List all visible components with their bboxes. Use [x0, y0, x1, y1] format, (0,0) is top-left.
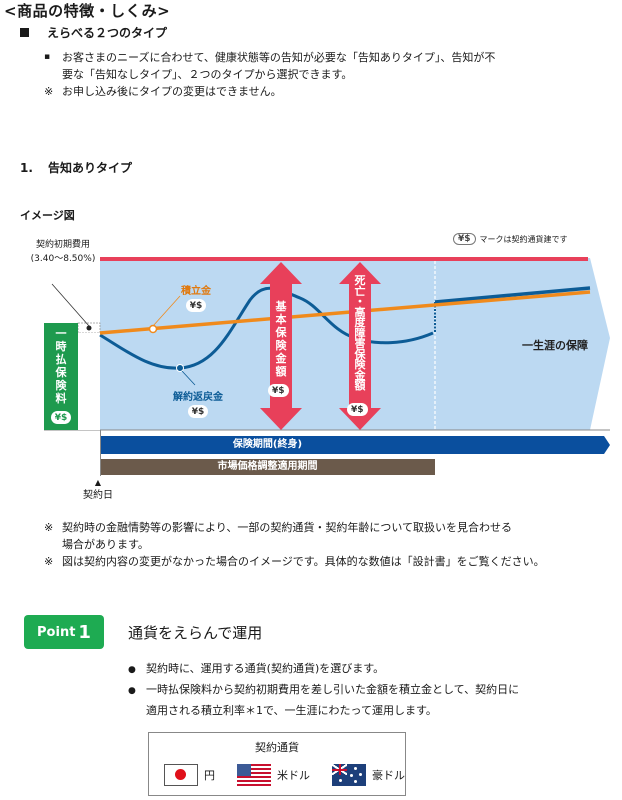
currency-mark-icon: ¥$ [347, 403, 368, 416]
page-title: <商品の特徴・しくみ> [4, 2, 171, 20]
initial-fee-title: 契約初期費用 [35, 240, 90, 250]
death-sum-char: 高 [354, 305, 366, 319]
premium-char: 保 [55, 366, 67, 379]
intro-note-text: お申し込み後にタイプの変更はできません。 [62, 85, 282, 98]
basic-sum-char: 本 [275, 313, 287, 326]
point-bullets: ● 契約時に、運用する通貨(契約通貨)を選びます。 ● 一時払保険料から契約初期費用… [128, 659, 598, 720]
death-sum-char: 死 [354, 274, 366, 287]
death-sum-char: 険 [354, 358, 366, 371]
currency-box-title: 契約通貨 [255, 741, 299, 754]
australia-flag-icon [332, 764, 366, 786]
note-mark: ※ [44, 555, 54, 568]
premium-char: 時 [55, 340, 67, 353]
bullet-dot-icon: ● [128, 665, 136, 675]
lifetime-coverage-label: 一生涯の保障 [522, 339, 588, 352]
contract-day-label: ▲ 契約日 [83, 476, 113, 502]
basic-sum-char: 基 [275, 300, 287, 313]
basic-sum-char: 金 [275, 352, 287, 365]
insurance-diagram [44, 257, 610, 431]
contract-day-text: 契約日 [83, 490, 113, 501]
intro-line-1: お客さまのニーズに合わせて、健康状態等の告知が必要な「告知ありタイプ」、告知が不 [62, 51, 496, 64]
death-sum-char: 障 [354, 326, 366, 340]
reserve-label-text: 積立金 [181, 286, 211, 297]
intro-paragraph: ▪ お客さまのニーズに合わせて、健康状態等の告知が必要な「告知ありタイプ」、告知が… [44, 49, 584, 83]
subtitle-text: えらべる２つのタイプ [47, 26, 168, 40]
premium-char: 払 [55, 353, 67, 366]
surrender-label-text: 解約返戻金 [173, 392, 223, 403]
point-bullet-1: 契約時に、運用する通貨(契約通貨)を選びます。 [146, 662, 385, 675]
point-bullet-2-line2: 適用される積立利率＊1で、一生涯にわたって運用します。 [146, 704, 437, 717]
premium-char: 険 [55, 379, 67, 392]
surrender-value-label: 解約返戻金 ¥$ [168, 388, 228, 418]
point-bullet-2-line1: 一時払保険料から契約初期費用を差し引いた金額を積立金として、契約日に [146, 683, 520, 696]
currency-box [148, 732, 406, 796]
currency-usd: 米ドル [277, 769, 310, 782]
diagram-notes: ※ 契約時の金融情勢等の影響により、一部の契約通貨・契約年齢について取扱いを見合わ… [44, 519, 604, 570]
death-sum-char: 保 [354, 347, 366, 361]
note2-text: 図は契約内容の変更がなかった場合のイメージです。具体的な数値は「設計書」をご覧く… [62, 555, 545, 568]
death-sum-char: 金 [354, 368, 366, 382]
premium-char: 一 [55, 327, 67, 340]
note1-line1: 契約時の金融情勢等の影響により、一部の契約通貨・契約年齢について取扱いを見合わせ… [62, 521, 513, 534]
note-mark: ※ [44, 85, 54, 98]
initial-fee-range: (3.40～8.50%) [30, 254, 96, 264]
currency-aud: 豪ドル [372, 769, 405, 782]
bullet-dot-icon: ● [128, 686, 136, 696]
currency-jpy: 円 [204, 769, 215, 782]
death-sum-char: 害 [354, 337, 366, 350]
premium-char: 料 [55, 392, 67, 405]
death-sum-char: 亡 [354, 284, 366, 298]
currency-list: 円 米ドル 豪ドル [164, 764, 427, 786]
currency-mark-icon: ¥$ [50, 411, 72, 424]
death-sum-label: 死 亡 ・ 高 度 障 害 保 険 金 額 [351, 274, 369, 392]
section-number: 1. [20, 161, 33, 175]
point-badge-text: Point [37, 624, 76, 640]
currency-mark-icon: ¥$ [453, 233, 476, 245]
japan-flag-icon [164, 764, 198, 786]
point-title: 通貨をえらんで運用 [128, 624, 263, 642]
single-premium-box: 一 時 払 保 険 料 ¥$ [44, 323, 78, 430]
insurance-period-bar [100, 436, 610, 454]
point-badge-number: 1 [78, 621, 91, 643]
initial-fee-label: 契約初期費用 (3.40～8.50%) [24, 238, 102, 266]
diagram-label: イメージ図 [20, 209, 75, 222]
us-flag-icon [237, 764, 271, 786]
square-bullet-icon [20, 28, 29, 37]
intro-line-2: 要な「告知なしタイプ」、２つのタイプから選択できます。 [62, 68, 353, 81]
note1-line2: 場合があります。 [62, 538, 149, 551]
section-heading: 1. 告知ありタイプ [20, 159, 132, 176]
intro-note: ※ お申し込み後にタイプの変更はできません。 [44, 83, 282, 100]
basic-sum-char: 保 [275, 326, 287, 339]
note-mark: ※ [44, 521, 54, 534]
basic-sum-char: 険 [275, 339, 287, 352]
timeline-start-line [100, 430, 101, 476]
currency-mark-icon: ¥$ [268, 384, 289, 397]
currency-mark-icon: ¥$ [187, 405, 209, 418]
death-sum-char: ・ [354, 295, 366, 308]
reserve-label: 積立金 ¥$ [178, 282, 214, 312]
death-sum-char: 額 [354, 379, 366, 392]
basic-sum-char: 額 [275, 365, 287, 378]
currency-mark-icon: ¥$ [185, 299, 207, 312]
basic-sum-label: 基 本 保 険 金 額 [272, 300, 290, 378]
currency-legend: ¥$ マークは契約通貨建です [453, 233, 568, 245]
death-sum-char: 度 [354, 316, 366, 329]
section-title: 告知ありタイプ [48, 161, 133, 175]
legend-text: マークは契約通貨建です [479, 234, 568, 244]
point-badge: Point 1 [24, 615, 104, 649]
bullet-icon: ▪ [44, 52, 51, 62]
insurance-period-label: 保険期間(終身) [232, 439, 303, 450]
market-adjustment-bar: 市場価格調整適用期間 [100, 459, 435, 475]
triangle-up-icon: ▲ [94, 478, 102, 487]
section-subtitle: えらべる２つのタイプ [20, 24, 167, 41]
